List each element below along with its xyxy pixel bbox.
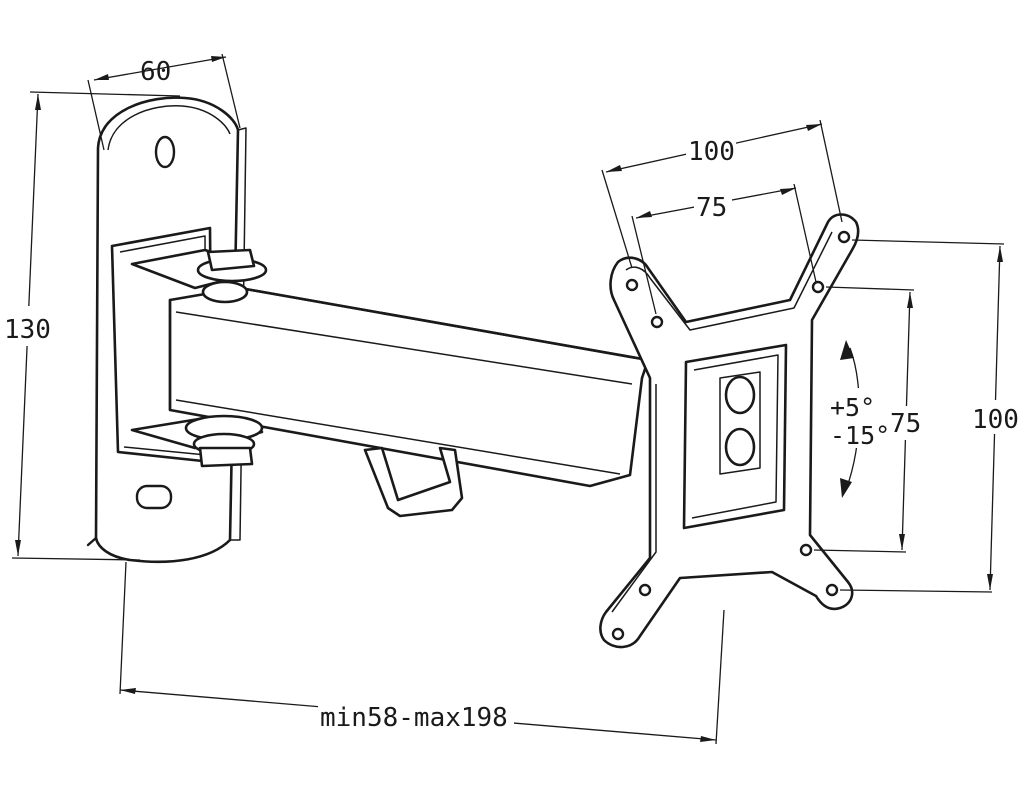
dim-label-130: 130 — [4, 315, 51, 345]
dimension-vesa-inner-horizontal: 75 — [631, 183, 817, 315]
dimension-vesa-inner-vertical: 75 — [813, 286, 928, 553]
vesa-hole — [825, 583, 839, 597]
vesa-plate — [599, 213, 860, 649]
dimension-plate-height: 130 — [2, 91, 181, 561]
pivot-bolt-bottom — [184, 414, 264, 468]
dim-label-100-right: 100 — [972, 405, 1019, 435]
vesa-hole — [625, 278, 639, 292]
dim-label-60: 60 — [140, 57, 171, 87]
pivot-bolt-top — [196, 248, 268, 304]
dim-label-arm-extension: min58-max198 — [320, 703, 508, 733]
dimension-plate-width: 60 — [87, 53, 241, 151]
dimension-arm-extension: min58-max198 — [119, 561, 725, 745]
vesa-hole — [799, 543, 813, 557]
dimension-vesa-outer-horizontal: 100 — [601, 119, 843, 269]
vesa-hole — [650, 315, 664, 329]
mounting-hole-top — [154, 135, 176, 169]
vesa-hole — [811, 280, 825, 294]
extension-arm — [168, 286, 650, 518]
vesa-hole — [638, 583, 652, 597]
dimension-vesa-outer-vertical: 100 — [839, 239, 1022, 593]
dim-label-100-top: 100 — [688, 137, 735, 167]
mounting-slot-bottom — [135, 484, 173, 510]
vesa-hole — [837, 230, 851, 244]
tilt-indicator: +5° -15° — [826, 340, 890, 498]
tilt-up-label: +5° — [830, 393, 875, 422]
tilt-down-label: -15° — [830, 421, 890, 450]
vesa-hole — [611, 627, 625, 641]
dim-label-75-top: 75 — [696, 193, 727, 223]
dim-label-75-right: 75 — [890, 409, 921, 439]
